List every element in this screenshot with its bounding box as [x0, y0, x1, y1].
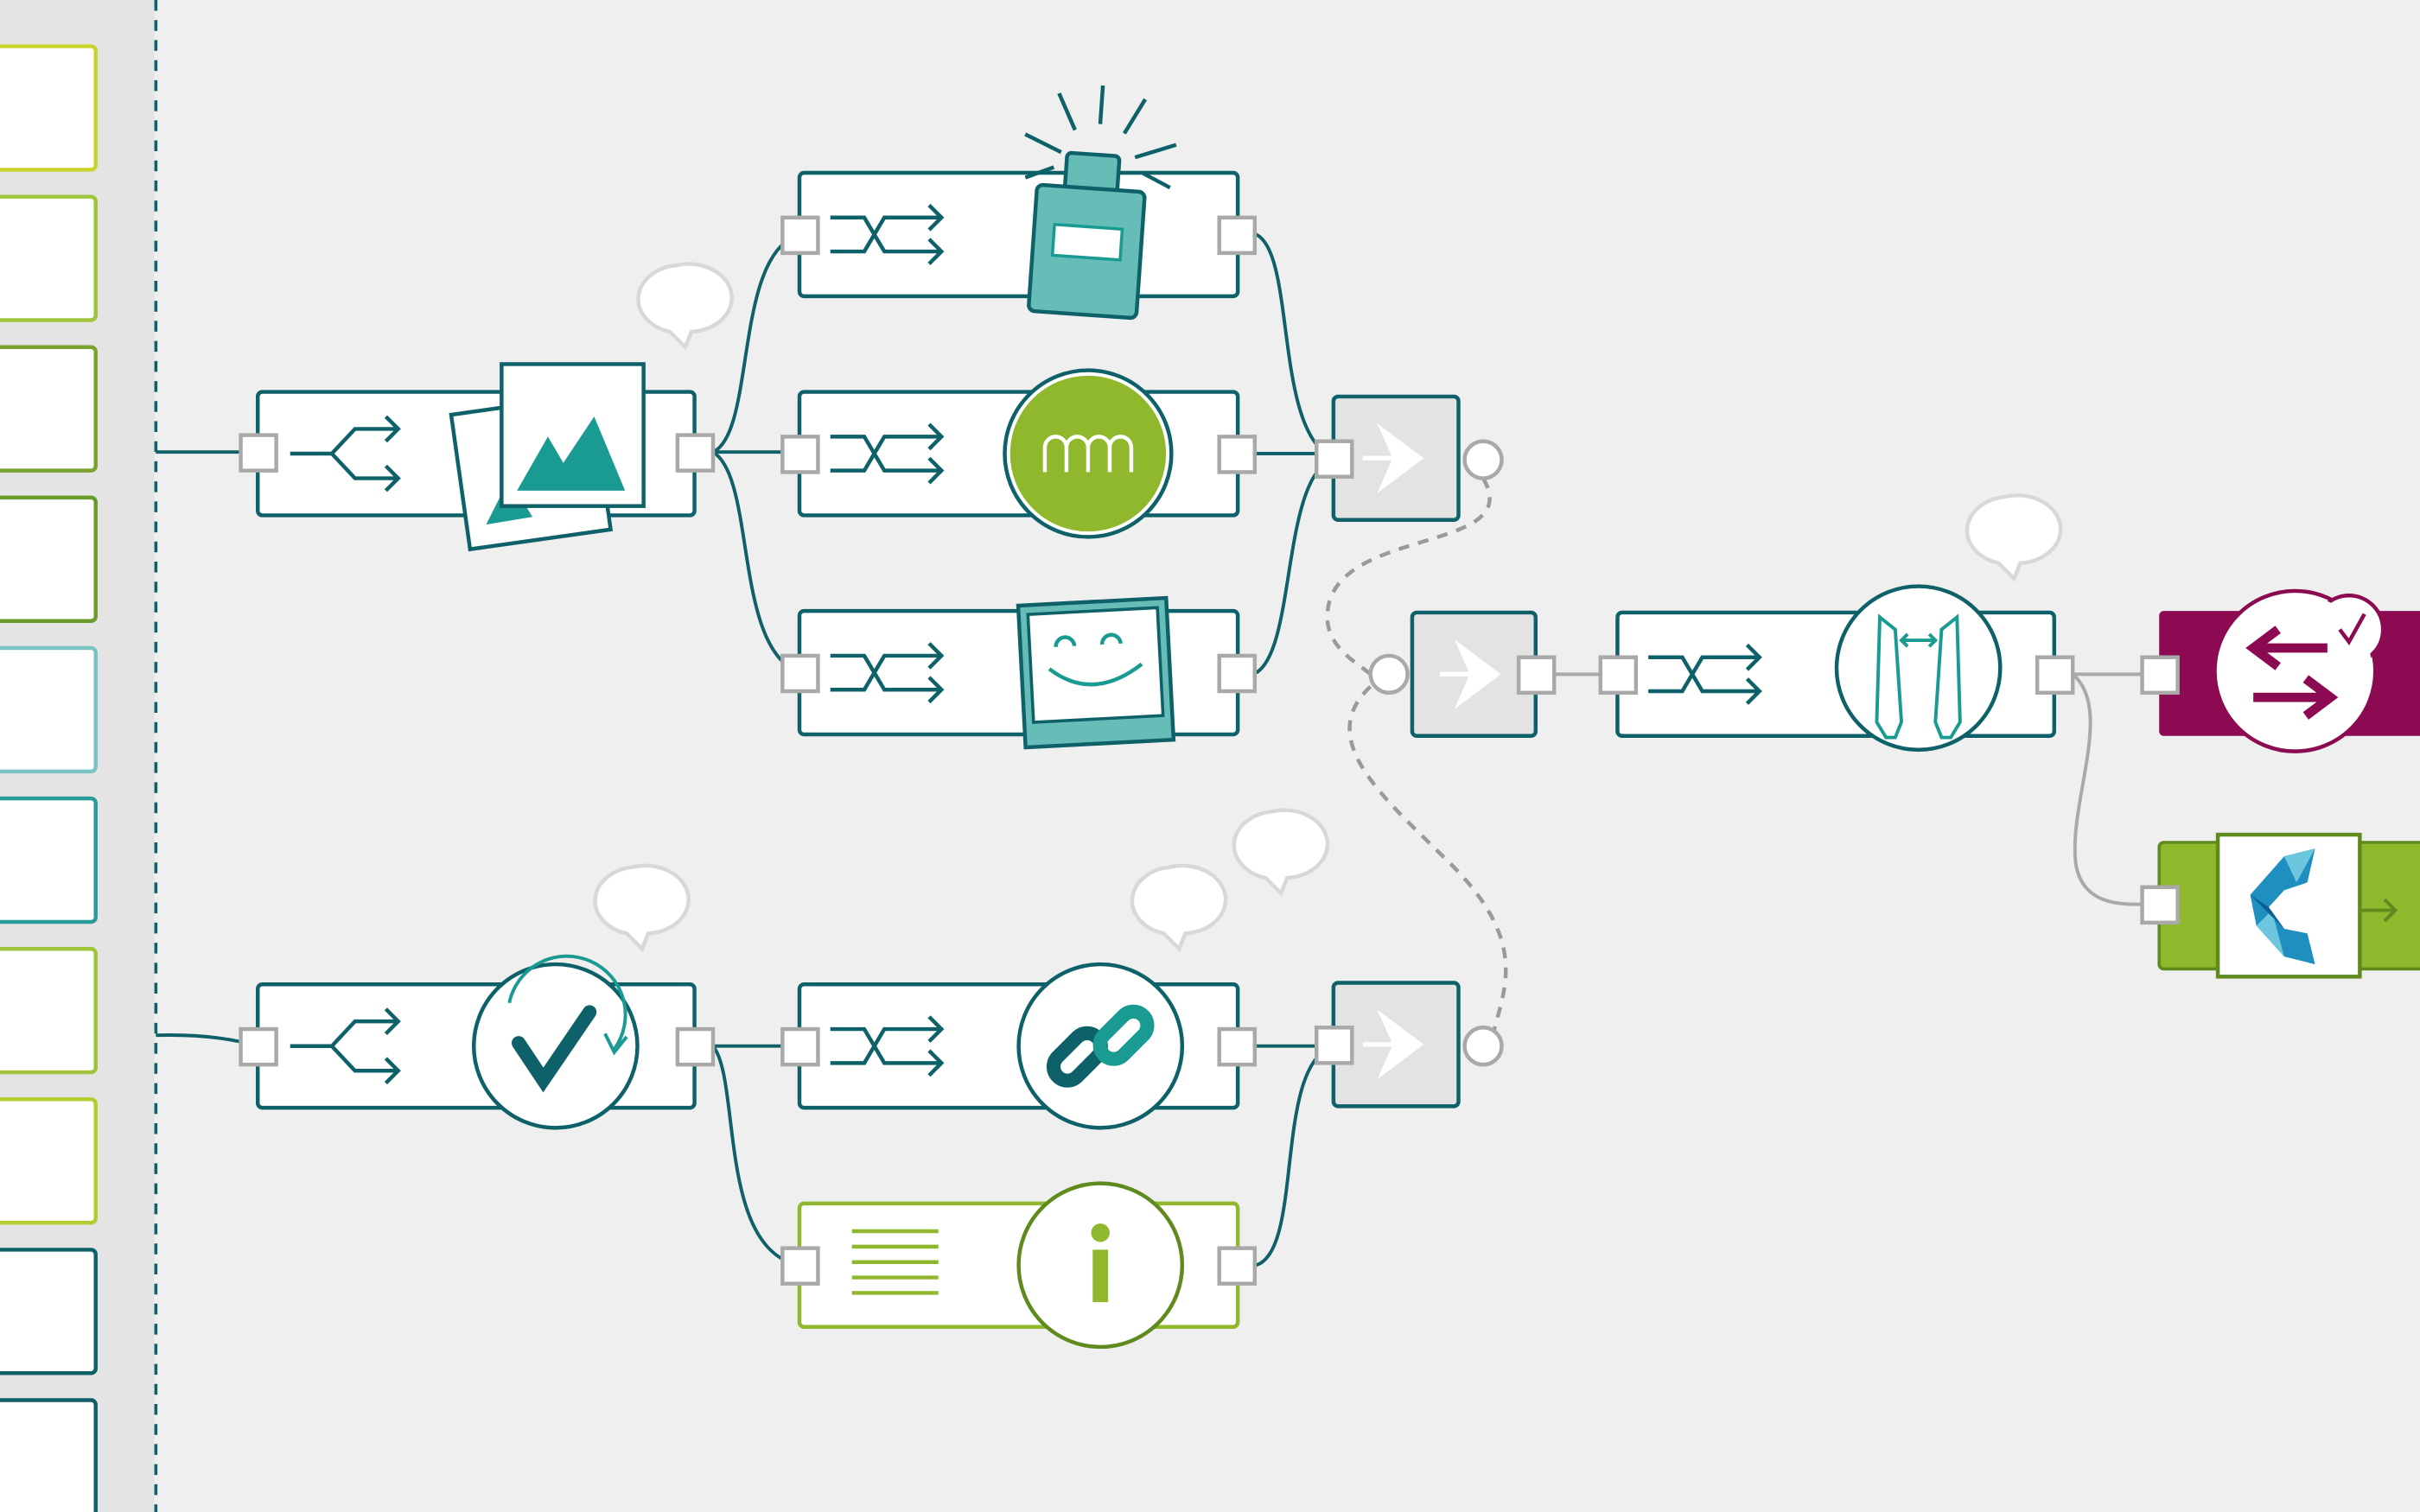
- output-port[interactable]: [1217, 1246, 1258, 1286]
- comment-bubble-icon[interactable]: [1232, 808, 1330, 897]
- input-port[interactable]: [2140, 655, 2180, 696]
- input-port[interactable]: [780, 1246, 820, 1286]
- info-icon: [1016, 1181, 1185, 1350]
- node-photo-step[interactable]: [780, 595, 1258, 750]
- node-info-step[interactable]: [780, 1181, 1258, 1350]
- output-port[interactable]: [1217, 1026, 1258, 1067]
- mm-circle-icon: [1003, 368, 1174, 539]
- sidebar-slot[interactable]: [0, 194, 98, 322]
- comment-bubble-icon[interactable]: [1130, 863, 1228, 953]
- input-port[interactable]: [780, 1026, 820, 1067]
- node-mm-step[interactable]: [780, 368, 1258, 539]
- sidebar-slot[interactable]: [0, 796, 98, 924]
- input-port[interactable]: [239, 433, 278, 473]
- split-arrow-icon: [290, 1007, 401, 1085]
- text-lines-icon: [851, 1229, 939, 1295]
- input-port[interactable]: [1314, 1026, 1354, 1065]
- connection[interactable]: [2071, 672, 2160, 906]
- output-port[interactable]: [1217, 215, 1258, 256]
- node-calipers-step[interactable]: [1598, 584, 2075, 753]
- sidebar-slot[interactable]: [0, 1248, 98, 1375]
- node-link-step[interactable]: [780, 962, 1258, 1130]
- connection[interactable]: [1255, 232, 1334, 461]
- sidebar-slot[interactable]: [0, 645, 98, 774]
- comment-bubble-icon[interactable]: [1965, 493, 2063, 582]
- output-port[interactable]: [1516, 655, 1557, 696]
- sidebar-slot[interactable]: [0, 1398, 98, 1512]
- split-arrow-icon: [290, 415, 401, 492]
- chain-link-icon: [1016, 962, 1185, 1130]
- sidebar-slot[interactable]: [0, 946, 98, 1075]
- check-cycle-icon: [471, 954, 640, 1130]
- sidebar-slot[interactable]: [0, 1097, 98, 1225]
- comment-bubbles: [593, 262, 2063, 953]
- input-port[interactable]: [1314, 439, 1354, 480]
- output-port[interactable]: [2035, 655, 2075, 696]
- input-port[interactable]: [239, 1026, 278, 1067]
- bottle-icon: [1024, 85, 1177, 321]
- node-merge-1[interactable]: [1314, 394, 1504, 523]
- output-port[interactable]: [675, 433, 716, 473]
- connections: [156, 232, 2160, 1267]
- image-stack-icon: [449, 362, 646, 552]
- swap-arrows-check-icon: [2213, 588, 2385, 753]
- input-port[interactable]: [2140, 885, 2180, 925]
- node-merge-3[interactable]: [1314, 981, 1504, 1109]
- input-port[interactable]: [1598, 655, 1639, 696]
- polygon-c-logo-icon: [2215, 832, 2362, 979]
- connection[interactable]: [711, 1045, 800, 1267]
- input-port[interactable]: [780, 435, 820, 474]
- node-validate-source[interactable]: [239, 954, 716, 1130]
- output-port[interactable]: [675, 1026, 716, 1067]
- dashed-connection[interactable]: [1325, 477, 1492, 677]
- dashed-connection[interactable]: [1347, 685, 1508, 1032]
- node-sync-output[interactable]: [2140, 588, 2420, 753]
- calipers-icon: [1834, 584, 2003, 753]
- smile-photo-icon: [1016, 595, 1176, 750]
- node-bottle-step[interactable]: [780, 80, 1258, 321]
- output-port[interactable]: [1217, 653, 1258, 694]
- connection[interactable]: [1255, 1044, 1334, 1267]
- input-connector[interactable]: [1368, 653, 1410, 696]
- node-c-output[interactable]: [2140, 832, 2420, 979]
- input-port[interactable]: [780, 653, 820, 694]
- node-merge-2[interactable]: [1368, 610, 1557, 739]
- node-image-source[interactable]: [239, 362, 716, 552]
- connection[interactable]: [712, 232, 800, 454]
- sidebar-slots: [0, 44, 98, 1512]
- input-port[interactable]: [780, 215, 820, 256]
- arrow-right-icon: [2361, 898, 2398, 923]
- connection[interactable]: [1255, 456, 1334, 675]
- comment-bubble-icon[interactable]: [636, 262, 734, 351]
- sidebar-slot[interactable]: [0, 44, 98, 172]
- output-connector[interactable]: [1462, 439, 1504, 480]
- sidebar-slot[interactable]: [0, 345, 98, 473]
- output-port[interactable]: [1217, 435, 1258, 474]
- comment-bubble-icon[interactable]: [593, 863, 691, 953]
- output-connector[interactable]: [1462, 1026, 1504, 1067]
- sidebar-slot[interactable]: [0, 495, 98, 623]
- connection[interactable]: [711, 450, 800, 675]
